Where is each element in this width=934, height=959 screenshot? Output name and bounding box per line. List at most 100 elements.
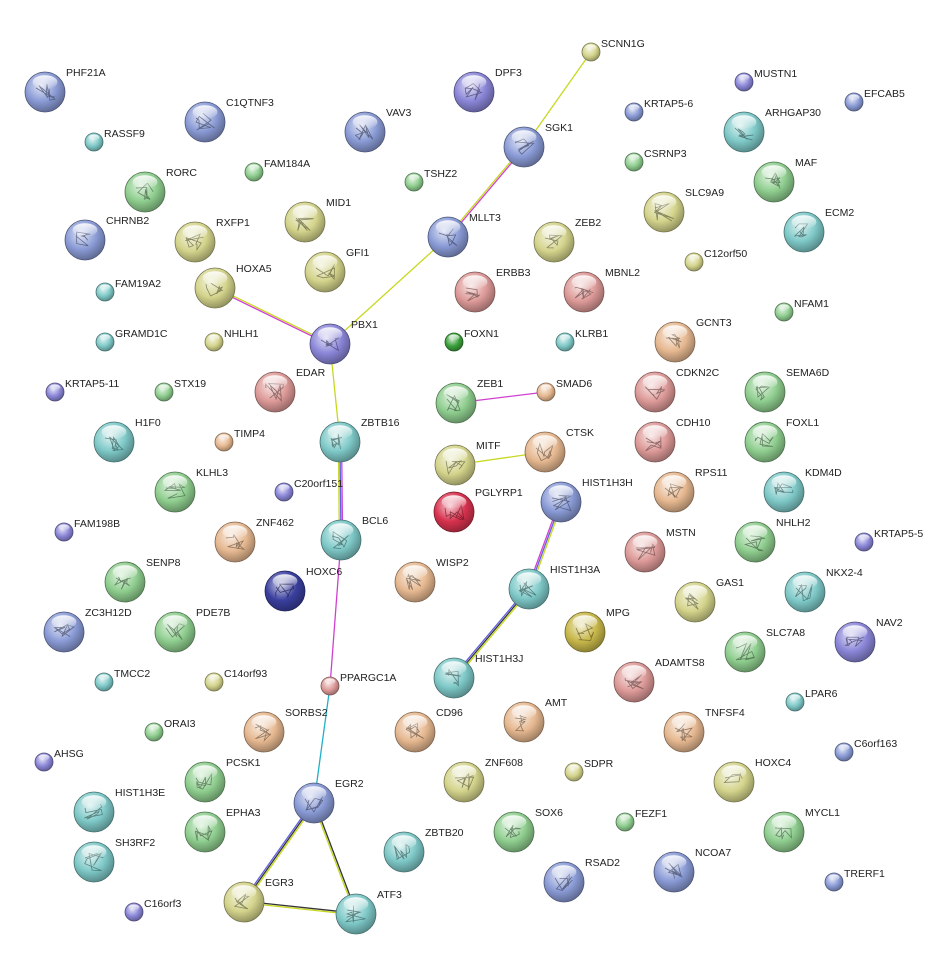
node-ppargc1a[interactable] xyxy=(320,676,340,696)
node-ahsg[interactable] xyxy=(34,752,54,772)
node-erbb3[interactable] xyxy=(454,271,496,313)
node-klhl3[interactable] xyxy=(154,471,196,513)
node-sdpr[interactable] xyxy=(564,762,584,782)
node-hoxa5[interactable] xyxy=(194,267,236,309)
node-vav3[interactable] xyxy=(344,111,386,153)
node-c6orf163[interactable] xyxy=(834,742,854,762)
node-sorbs2[interactable] xyxy=(243,711,285,753)
node-mstn[interactable] xyxy=(624,531,666,573)
node-krtap5-6[interactable] xyxy=(624,102,644,122)
node-arhgap30[interactable] xyxy=(723,111,765,153)
node-nfam1[interactable] xyxy=(774,302,794,322)
node-sh3rf2[interactable] xyxy=(73,841,115,883)
node-mbnl2[interactable] xyxy=(563,271,605,313)
node-rps11[interactable] xyxy=(653,471,695,513)
node-ctsk[interactable] xyxy=(524,431,566,473)
node-nhlh1[interactable] xyxy=(204,332,224,352)
node-amt[interactable] xyxy=(503,701,545,743)
node-znf462[interactable] xyxy=(214,521,256,563)
node-c20orf151[interactable] xyxy=(274,482,294,502)
node-timp4[interactable] xyxy=(214,432,234,452)
node-ncoa7[interactable] xyxy=(653,851,695,893)
node-zc3h12d[interactable] xyxy=(43,611,85,653)
node-sgk1[interactable] xyxy=(503,126,545,168)
node-bcl6[interactable] xyxy=(320,519,362,561)
node-mllt3[interactable] xyxy=(427,216,469,258)
node-pde7b[interactable] xyxy=(154,611,196,653)
node-mitf[interactable] xyxy=(434,444,476,486)
node-mycl1[interactable] xyxy=(763,811,805,853)
node-zeb2[interactable] xyxy=(533,221,575,263)
node-gramd1c[interactable] xyxy=(95,332,115,352)
node-atf3[interactable] xyxy=(335,893,377,935)
node-gfi1[interactable] xyxy=(304,251,346,293)
node-gas1[interactable] xyxy=(674,581,716,623)
node-chrnb2[interactable] xyxy=(64,219,106,261)
node-hist1h3h[interactable] xyxy=(540,481,582,523)
node-krtap5-11[interactable] xyxy=(45,382,65,402)
node-senp8[interactable] xyxy=(104,561,146,603)
node-edar[interactable] xyxy=(254,371,296,413)
node-ecm2[interactable] xyxy=(783,211,825,253)
node-egr2[interactable] xyxy=(293,782,335,824)
node-tshz2[interactable] xyxy=(404,172,424,192)
node-mid1[interactable] xyxy=(284,201,326,243)
node-nkx2-4[interactable] xyxy=(784,571,826,613)
node-cd96[interactable] xyxy=(394,711,436,753)
node-csrnp3[interactable] xyxy=(624,152,644,172)
node-mustn1[interactable] xyxy=(734,72,754,92)
node-slc7a8[interactable] xyxy=(724,631,766,673)
node-hist1h3e[interactable] xyxy=(73,791,115,833)
node-cdkn2c[interactable] xyxy=(634,371,676,413)
node-klrb1[interactable] xyxy=(555,332,575,352)
node-maf[interactable] xyxy=(753,161,795,203)
node-zbtb20[interactable] xyxy=(383,831,425,873)
node-c14orf93[interactable] xyxy=(204,672,224,692)
node-stx19[interactable] xyxy=(154,382,174,402)
node-pcsk1[interactable] xyxy=(184,761,226,803)
node-rsad2[interactable] xyxy=(543,861,585,903)
node-orai3[interactable] xyxy=(144,722,164,742)
node-cdh10[interactable] xyxy=(634,421,676,463)
node-rxfp1[interactable] xyxy=(174,221,216,263)
node-hoxc4[interactable] xyxy=(713,761,755,803)
node-slc9a9[interactable] xyxy=(643,191,685,233)
node-dpf3[interactable] xyxy=(453,71,495,113)
node-efcab5[interactable] xyxy=(844,92,864,112)
node-fam198b[interactable] xyxy=(54,522,74,542)
node-zbtb16[interactable] xyxy=(319,421,361,463)
node-hoxc6[interactable] xyxy=(264,570,306,612)
node-tnfsf4[interactable] xyxy=(663,711,705,753)
node-znf608[interactable] xyxy=(443,761,485,803)
node-rorc[interactable] xyxy=(124,171,166,213)
node-rassf9[interactable] xyxy=(84,132,104,152)
node-pbx1[interactable] xyxy=(309,323,351,365)
node-phf21a[interactable] xyxy=(24,71,66,113)
node-nav2[interactable] xyxy=(834,621,876,663)
node-trerf1[interactable] xyxy=(824,872,844,892)
node-egr3[interactable] xyxy=(223,881,265,923)
node-smad6[interactable] xyxy=(536,382,556,402)
node-c12orf50[interactable] xyxy=(684,252,704,272)
node-adamts8[interactable] xyxy=(613,661,655,703)
node-kdm4d[interactable] xyxy=(763,471,805,513)
node-fam184a[interactable] xyxy=(244,162,264,182)
node-scnn1g[interactable] xyxy=(581,42,601,62)
node-hist1h3a[interactable] xyxy=(508,568,550,610)
node-zeb1[interactable] xyxy=(435,382,477,424)
node-krtap5-5[interactable] xyxy=(854,532,874,552)
node-c1qtnf3[interactable] xyxy=(184,101,226,143)
node-nhlh2[interactable] xyxy=(734,521,776,563)
node-foxl1[interactable] xyxy=(744,421,786,463)
node-tmcc2[interactable] xyxy=(94,672,114,692)
node-mpg[interactable] xyxy=(564,611,606,653)
node-sema6d[interactable] xyxy=(744,371,786,413)
node-foxn1[interactable] xyxy=(444,332,464,352)
node-gcnt3[interactable] xyxy=(654,321,696,363)
node-epha3[interactable] xyxy=(184,811,226,853)
node-c16orf3[interactable] xyxy=(124,902,144,922)
node-h1f0[interactable] xyxy=(93,421,135,463)
node-wisp2[interactable] xyxy=(394,561,436,603)
node-lpar6[interactable] xyxy=(785,692,805,712)
node-sox6[interactable] xyxy=(493,811,535,853)
